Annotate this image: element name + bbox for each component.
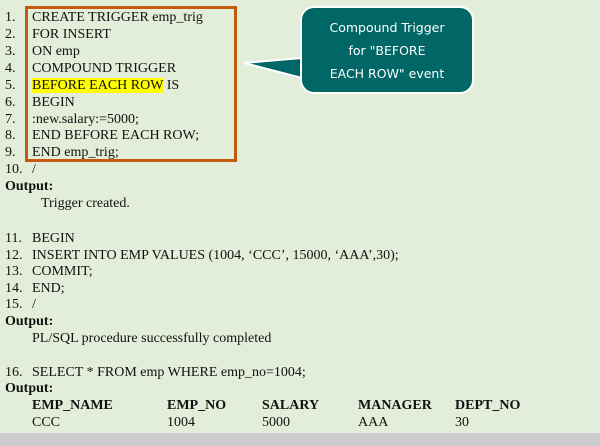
line-number: 15. [5,297,23,312]
callout-tail [243,56,303,80]
code-text: FOR INSERT [32,27,111,42]
output-label: Output: [5,381,54,396]
code-text: END emp_trig; [32,145,119,160]
cell: 5000 [262,415,290,430]
line-number: 7. [5,112,16,127]
line-number: 1. [5,10,16,25]
line-number: 8. [5,128,16,143]
line-number: 11. [5,231,22,246]
line-number: 16. [5,365,23,380]
code-text: COMMIT; [32,264,93,279]
line-number: 3. [5,44,16,59]
output-text: Trigger created. [41,196,130,211]
callout-line: for "BEFORE [348,42,426,58]
code-text: / [32,162,36,177]
code-text: BEFORE EACH ROW IS [32,77,179,94]
cell: CCC [32,415,61,430]
line-number: 14. [5,281,23,296]
code-text: END BEFORE EACH ROW; [32,128,200,143]
code-text: :new.salary:=5000; [32,112,139,127]
highlight-box [25,6,237,162]
output-label: Output: [5,179,54,194]
callout-bubble: Compound Trigger for "BEFORE EACH ROW" eve… [300,6,474,94]
line-number: 10. [5,162,23,177]
code-text: BEGIN [32,95,75,110]
line-number: 13. [5,264,23,279]
code-text-rest: IS [163,78,180,93]
code-text: END; [32,281,65,296]
header-cell: MANAGER [358,398,432,413]
output-label: Output: [5,314,54,329]
code-text: INSERT INTO EMP VALUES (1004, ‘CCC’, 150… [32,248,399,263]
output-text: PL/SQL procedure successfully completed [32,331,272,346]
header-cell: EMP_NO [167,398,227,413]
header-cell: SALARY [262,398,320,413]
callout-line: EACH ROW" event [329,65,445,81]
code-text: / [32,297,36,312]
code-text: CREATE TRIGGER emp_trig [32,10,203,25]
line-number: 6. [5,95,16,110]
code-text: SELECT * FROM emp WHERE emp_no=1004; [32,365,306,380]
line-number: 2. [5,27,16,42]
line-number: 9. [5,145,16,160]
line-number: 4. [5,61,16,76]
line-number: 5. [5,78,16,93]
code-text: BEGIN [32,231,75,246]
highlighted-text: BEFORE EACH ROW [32,78,164,93]
header-cell: EMP_NAME [32,398,113,413]
code-text: COMPOUND TRIGGER [32,61,177,76]
callout-line: Compound Trigger [329,19,445,35]
line-number: 12. [5,248,23,263]
code-text: ON emp [32,44,80,59]
header-cell: DEPT_NO [455,398,521,413]
bottom-bar [0,433,600,446]
cell: 30 [455,415,469,430]
cell: AAA [358,415,389,430]
cell: 1004 [167,415,195,430]
